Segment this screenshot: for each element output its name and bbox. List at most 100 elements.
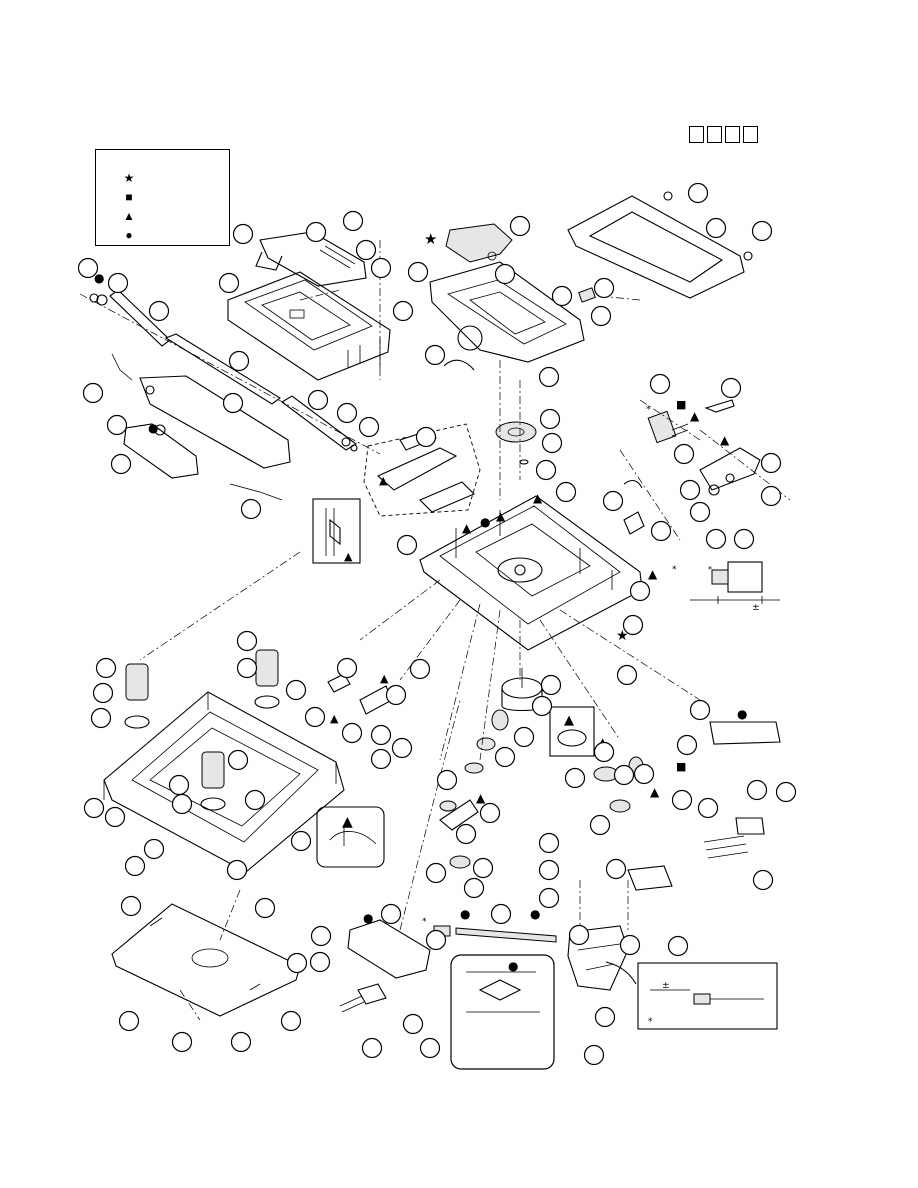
square-marker: ■: [676, 398, 686, 411]
reference-number-circle: [232, 223, 254, 245]
reference-number-circle: [285, 679, 307, 701]
legend-item-star: ★: [122, 172, 142, 186]
sheet-index-boxes: [689, 126, 758, 143]
main-mechanism-chassis: [419, 495, 643, 651]
reference-number-circle: [171, 793, 193, 815]
reference-number-circle: [752, 869, 774, 891]
reference-number-circle: [77, 257, 99, 279]
reference-number-circle: [222, 392, 244, 414]
reference-number-circle: [472, 857, 494, 879]
reference-number-circle: [286, 952, 308, 974]
reference-number-circle: [355, 239, 377, 261]
reference-number-circle: [227, 749, 249, 771]
reference-number-circle: [673, 443, 695, 465]
triangle-marker: ▲: [380, 672, 389, 685]
turntable-gear: [495, 421, 537, 465]
reference-number-circle: [751, 220, 773, 242]
sheet-box: [725, 126, 740, 143]
reference-number-circle: [593, 277, 615, 299]
reference-number-circle: [124, 855, 146, 877]
reference-number-circle: [358, 416, 380, 438]
reference-number-circle: [463, 877, 485, 899]
reference-number-circle: [760, 452, 782, 474]
sensor-board: [339, 919, 431, 1013]
reference-number-circle: [110, 453, 132, 475]
pickup-unit: [567, 925, 637, 991]
reference-number-circle: [622, 614, 644, 636]
reference-number-circle: [290, 830, 312, 852]
reference-number-circle: [409, 658, 431, 680]
reference-number-circle: [590, 305, 612, 327]
reference-number-circle: [629, 580, 651, 602]
reference-number-circle: [385, 684, 407, 706]
reference-number-circle: [396, 534, 418, 556]
reference-number-circle: [539, 408, 561, 430]
reference-number-circle: [568, 924, 590, 946]
reference-number-circle: [425, 929, 447, 951]
reference-number-circle: [82, 382, 104, 404]
reference-number-circle: [236, 630, 258, 652]
reference-number-circle: [307, 389, 329, 411]
reference-number-circle: [689, 699, 711, 721]
motor-dimension-inset: [690, 561, 780, 604]
circle-marker: ●: [460, 907, 470, 921]
reference-number-circle: [391, 737, 413, 759]
reference-number-circle: [83, 797, 105, 819]
reference-number-circle: [304, 706, 326, 728]
switch-bracket: [623, 447, 761, 535]
damper-springs: [124, 649, 280, 811]
triangle-marker: ▲: [720, 433, 730, 447]
reference-number-circle: [697, 797, 719, 819]
reference-number-circle: [649, 373, 671, 395]
reference-number-circle: [402, 1013, 424, 1035]
reference-number-circle: [593, 741, 615, 763]
triangle-marker: ▲: [533, 491, 543, 505]
legend-item-triangle: ▲: [122, 210, 142, 224]
triangle-marker: ▲: [496, 509, 506, 523]
reference-number-circle: [342, 210, 364, 232]
sheet-box: [707, 126, 722, 143]
square-icon: ■: [125, 190, 133, 204]
screw-length-inset: [637, 962, 778, 1030]
reference-number-circle: [760, 485, 782, 507]
reference-number-circle: [254, 897, 276, 919]
triangle-marker: ▲: [564, 713, 574, 728]
reference-number-circle: [407, 261, 429, 283]
circle-marker: ●: [363, 911, 373, 925]
reference-number-circle: [671, 789, 693, 811]
triangle-marker: ▲: [330, 712, 339, 725]
reference-number-circle: [361, 1037, 383, 1059]
reference-number-circle: [370, 748, 392, 770]
reference-number-circle: [775, 781, 797, 803]
reference-number-circle: [589, 814, 611, 836]
reference-number-circle: [555, 481, 577, 503]
reference-number-circle: [538, 859, 560, 881]
guide-shafts: [89, 289, 358, 452]
sheet-box: [743, 126, 758, 143]
plus-minus-marker: ±: [752, 603, 760, 613]
reference-number-circle: [424, 344, 446, 366]
reference-number-circle: [513, 726, 535, 748]
reference-number-circle: [370, 257, 392, 279]
reference-number-circle: [541, 432, 563, 454]
reference-number-circle: [594, 1006, 616, 1028]
reference-callouts: [77, 182, 797, 1066]
reference-number-circle: [310, 925, 332, 947]
plus-minus-marker: ±: [662, 981, 670, 991]
circle-marker: ●: [530, 907, 540, 921]
triangle-marker: ▲: [342, 814, 353, 830]
reference-number-circle: [679, 479, 701, 501]
sled-arm-bracket: [111, 353, 291, 501]
triangle-marker: ▲: [379, 474, 388, 487]
reference-number-circle: [531, 695, 553, 717]
reference-number-circle: [419, 1037, 441, 1059]
side-bracket-assy: [627, 721, 781, 891]
reference-number-circle: [436, 769, 458, 791]
reference-number-circle: [494, 746, 516, 768]
top-cover-frame: [567, 191, 753, 303]
reference-number-circle: [305, 221, 327, 243]
reference-number-circle: [509, 215, 531, 237]
reference-number-circle: [583, 1044, 605, 1066]
